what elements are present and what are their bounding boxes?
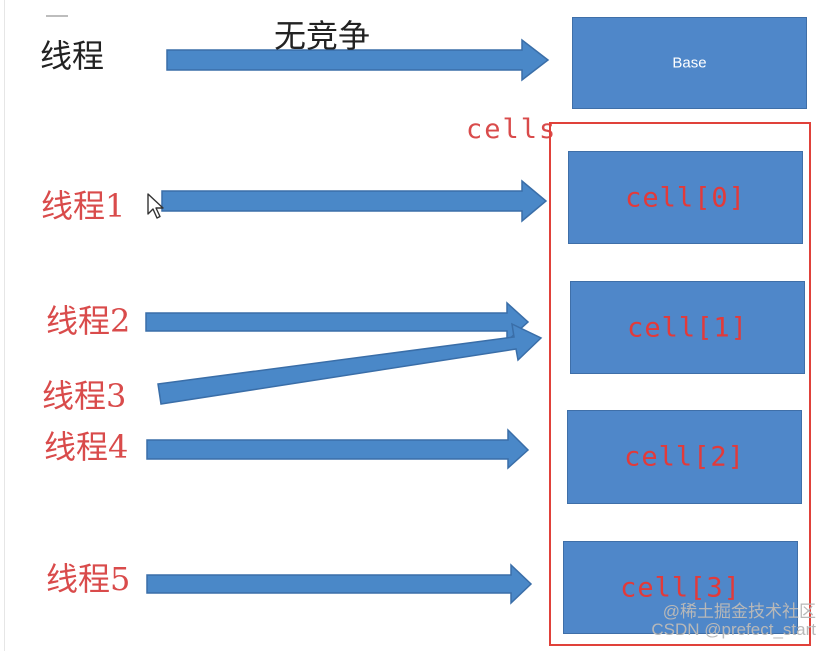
base-box: Base bbox=[572, 17, 807, 109]
thread-label-3: 线程3 bbox=[42, 377, 127, 415]
base-label: Base bbox=[672, 54, 707, 72]
mouse-pointer-icon bbox=[147, 193, 164, 219]
cell-box-1: cell[1] bbox=[570, 281, 805, 374]
cell-box-3: cell[3] bbox=[563, 541, 798, 634]
arrow-t5-to-cell3 bbox=[146, 563, 533, 605]
cell-box-0: cell[0] bbox=[568, 151, 803, 244]
cell-box-2: cell[2] bbox=[567, 410, 802, 504]
cells-label: cells bbox=[466, 114, 558, 145]
arrow-t3-to-cell1 bbox=[157, 322, 543, 405]
arrow-main-to-base bbox=[166, 38, 550, 82]
thread-label-1: 线程1 bbox=[41, 187, 126, 225]
thread-label-4: 线程4 bbox=[44, 428, 129, 466]
left-edge-line bbox=[4, 0, 5, 651]
thread-label-5: 线程5 bbox=[46, 560, 131, 598]
no-contention-label: 无竞争 bbox=[274, 17, 371, 55]
watermark-line-2: CSDN @prefect_start bbox=[651, 620, 816, 640]
arrow-t1-to-cell0 bbox=[161, 179, 548, 223]
arrow-t2-to-cell1 bbox=[145, 301, 530, 343]
corner-mark bbox=[46, 15, 68, 17]
thread-label-main: 线程 bbox=[40, 37, 105, 75]
thread-label-2: 线程2 bbox=[46, 302, 131, 340]
arrow-t4-to-cell2 bbox=[146, 428, 530, 470]
cells-frame bbox=[549, 122, 811, 646]
cell-label-2: cell[2] bbox=[624, 441, 745, 473]
cell-label-1: cell[1] bbox=[627, 312, 748, 343]
watermark-line-1: @稀土掘金技术社区 bbox=[662, 602, 816, 622]
cell-label-3: cell[3] bbox=[620, 572, 741, 603]
cell-label-0: cell[0] bbox=[625, 182, 746, 213]
watermark: @稀土掘金技术社区 CSDN @prefect_start bbox=[651, 603, 816, 639]
